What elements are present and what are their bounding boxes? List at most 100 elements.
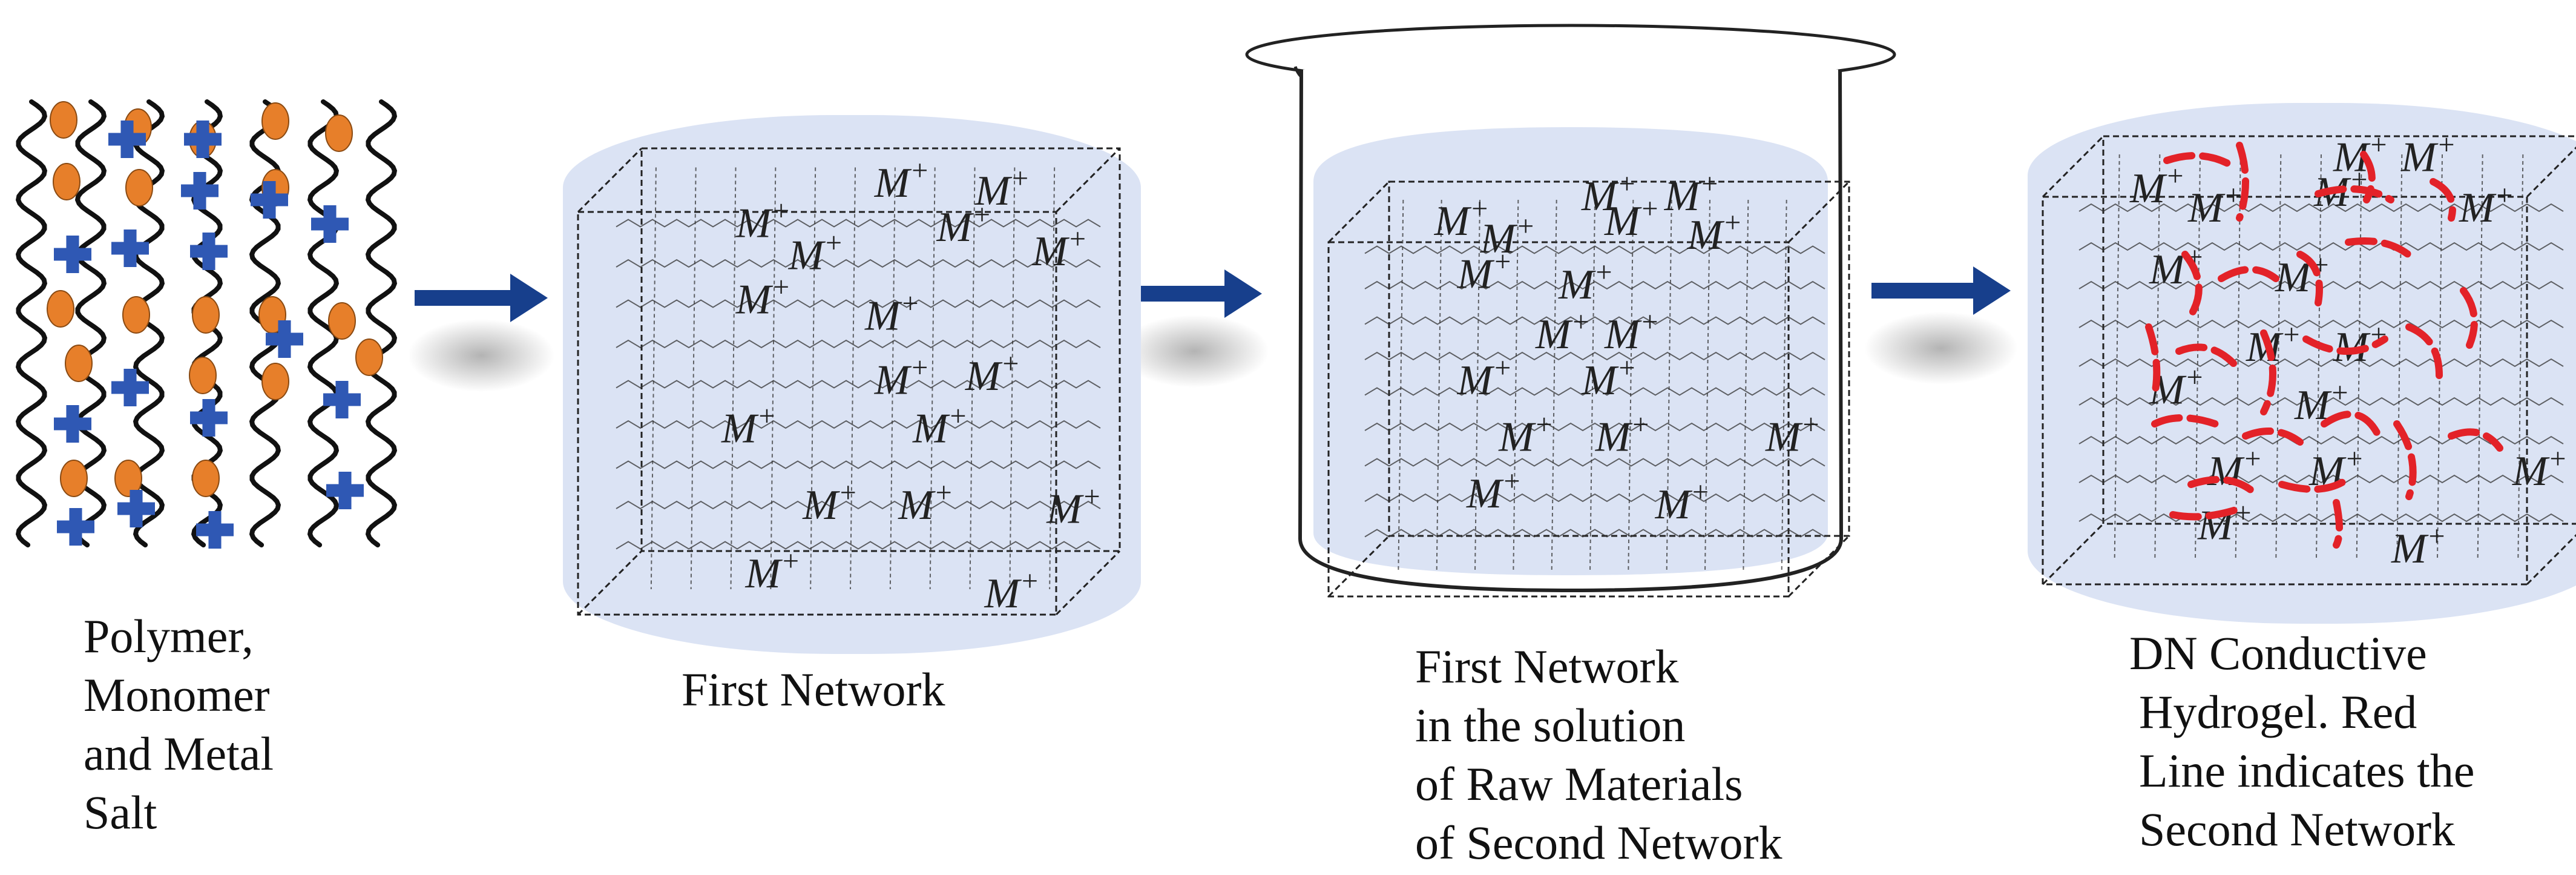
ion-charge: + [934,477,953,509]
gel-cube-edge [1327,535,1390,598]
network-crosslink [2517,154,2524,561]
plus-icon [184,121,222,158]
network-chain [1364,387,1825,396]
plus-icon [57,508,94,546]
network-crosslink [2195,154,2201,561]
anion-marker [122,296,150,334]
gel-cube-edge [2042,523,2104,586]
polymer-chain [307,99,340,547]
network-crosslink [2275,154,2282,561]
anion-marker [325,114,353,152]
network-chain [616,259,1101,268]
network-chain [1364,529,1825,538]
arrow-shadow [408,319,554,392]
second-network-chain [2163,152,2237,170]
ion-charge: + [1723,206,1742,239]
gel-cube-back-face [640,147,1121,552]
network-chain [2078,242,2564,251]
network-crosslink [1628,199,1634,573]
ion-charge: + [1082,480,1102,512]
ion-charge: + [1010,162,1030,194]
gel-cube-front-face [2042,196,2528,586]
anion-marker [114,460,142,497]
second-network-chain [2175,343,2237,367]
second-network-chain [2460,287,2478,349]
second-network-chain [2151,414,2219,428]
gel-cube-edge [1787,535,1850,598]
network-chain [2078,397,2564,406]
second-network-chain [2405,323,2443,379]
ion-charge: + [2368,129,2388,161]
second-network-chain [2333,499,2343,549]
plus-icon [190,233,228,270]
gel-cube-edge [577,147,643,213]
ion-charge: + [1020,565,1039,597]
anion-marker [261,363,289,400]
ion-charge: + [2281,319,2301,351]
ion-charge: + [2436,129,2456,161]
anion-marker [47,290,74,328]
network-crosslink [1474,199,1480,573]
network-crosslink [2356,154,2362,561]
second-network-chain [2430,178,2456,222]
ion-charge: + [2426,520,2446,552]
ion-charge: + [900,287,919,319]
arrow-shadow [1120,315,1269,388]
polymer-chain [365,99,398,547]
plus-icon [323,381,361,419]
first-network-gel: M+M+M+M+M+M+M+M+M+M+M+M+M+M+M+M+M+ [563,115,1141,654]
beaker-with-first-network: M+M+M+M+M+M+M+M+M+M+M+M+M+M+M+M+M+ [1245,24,1896,598]
second-network-chain [2181,251,2203,319]
caption-line: of Raw Materials [1415,758,1743,810]
network-chain [1364,493,1825,503]
polymer-chain [15,99,48,547]
network-crosslink [1551,199,1557,573]
ion-charge: + [1631,409,1650,441]
plus-icon [190,399,228,437]
ion-charge: + [1493,246,1512,278]
plus-icon [111,369,149,407]
ion-charge: + [948,400,967,432]
gel-cube-edge [577,550,643,616]
ion-charge: + [910,154,929,187]
network-chain [1364,280,1825,290]
arrow-shaft [1871,283,1976,299]
ion-charge: + [2344,443,2364,475]
ion-charge: + [2548,443,2567,475]
network-chain [1364,245,1825,254]
second-network-chain [2218,266,2279,282]
plus-icon [111,229,149,267]
caption-line: Monomer [84,669,270,721]
ion-charge: + [1640,306,1659,338]
plus-icon [266,320,303,358]
ion-charge: + [2165,160,2184,192]
second-network-chain [2393,420,2417,500]
anion-marker [189,357,217,394]
second-network-chain [2260,329,2276,415]
ion-charge: + [2330,377,2349,409]
ion-charge: + [757,400,776,432]
ion-charge: + [838,477,858,509]
second-network-chain [2448,428,2503,452]
network-chain [616,500,1101,510]
ion-charge: + [1534,409,1554,441]
network-crosslink [2114,154,2120,561]
ion-charge: + [1000,348,1020,380]
gel-cube-edge [2526,146,2576,198]
network-crosslink [2235,154,2241,561]
second-network-chain [2315,185,2394,203]
caption-line: Hydrogel. Red [2139,685,2417,738]
second-network-chain [2169,505,2243,521]
caption-first-network-in-solution: First Network in the solution of Raw Mat… [1415,637,1782,872]
second-network-chain [2345,237,2419,264]
arrow-shaft [415,290,513,306]
caption-line: Salt [84,786,157,839]
ion-charge: + [1493,352,1512,384]
network-chain [2078,319,2564,329]
anion-marker [355,338,383,376]
caption-dn-conductive-hydrogel: DN Conductive Hydrogel. Red Line indicat… [2129,624,2474,859]
process-arrows [408,266,2018,392]
caption-line: Polymer, [84,610,254,662]
plus-icon [181,172,218,210]
